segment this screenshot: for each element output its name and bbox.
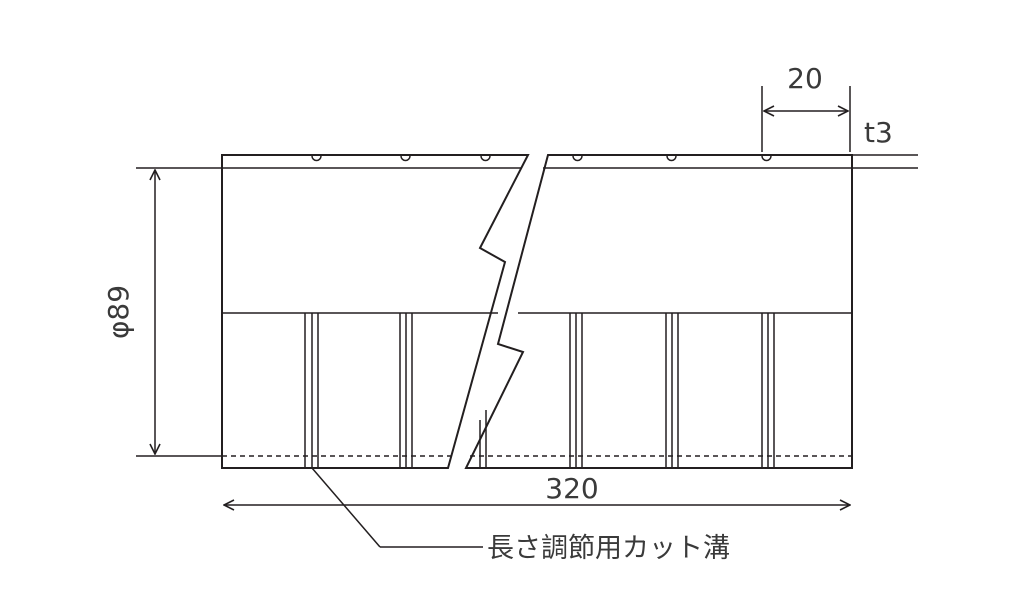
length-label: 320 <box>545 472 598 505</box>
diameter-label: φ89 <box>102 285 135 339</box>
pitch-label: 20 <box>787 62 823 95</box>
pipe-right-section <box>464 154 853 469</box>
pipe-left-section <box>221 154 530 469</box>
thickness-extension <box>852 154 918 169</box>
pitch-dimension: 20 <box>761 62 851 152</box>
callout-label: 長さ調節用カット溝 <box>487 533 730 564</box>
thickness-label: t3 <box>864 116 893 149</box>
groove-callout: 長さ調節用カット溝 <box>311 467 730 564</box>
length-dimension: 320 <box>224 472 850 505</box>
diameter-dimension: φ89 <box>102 167 222 457</box>
